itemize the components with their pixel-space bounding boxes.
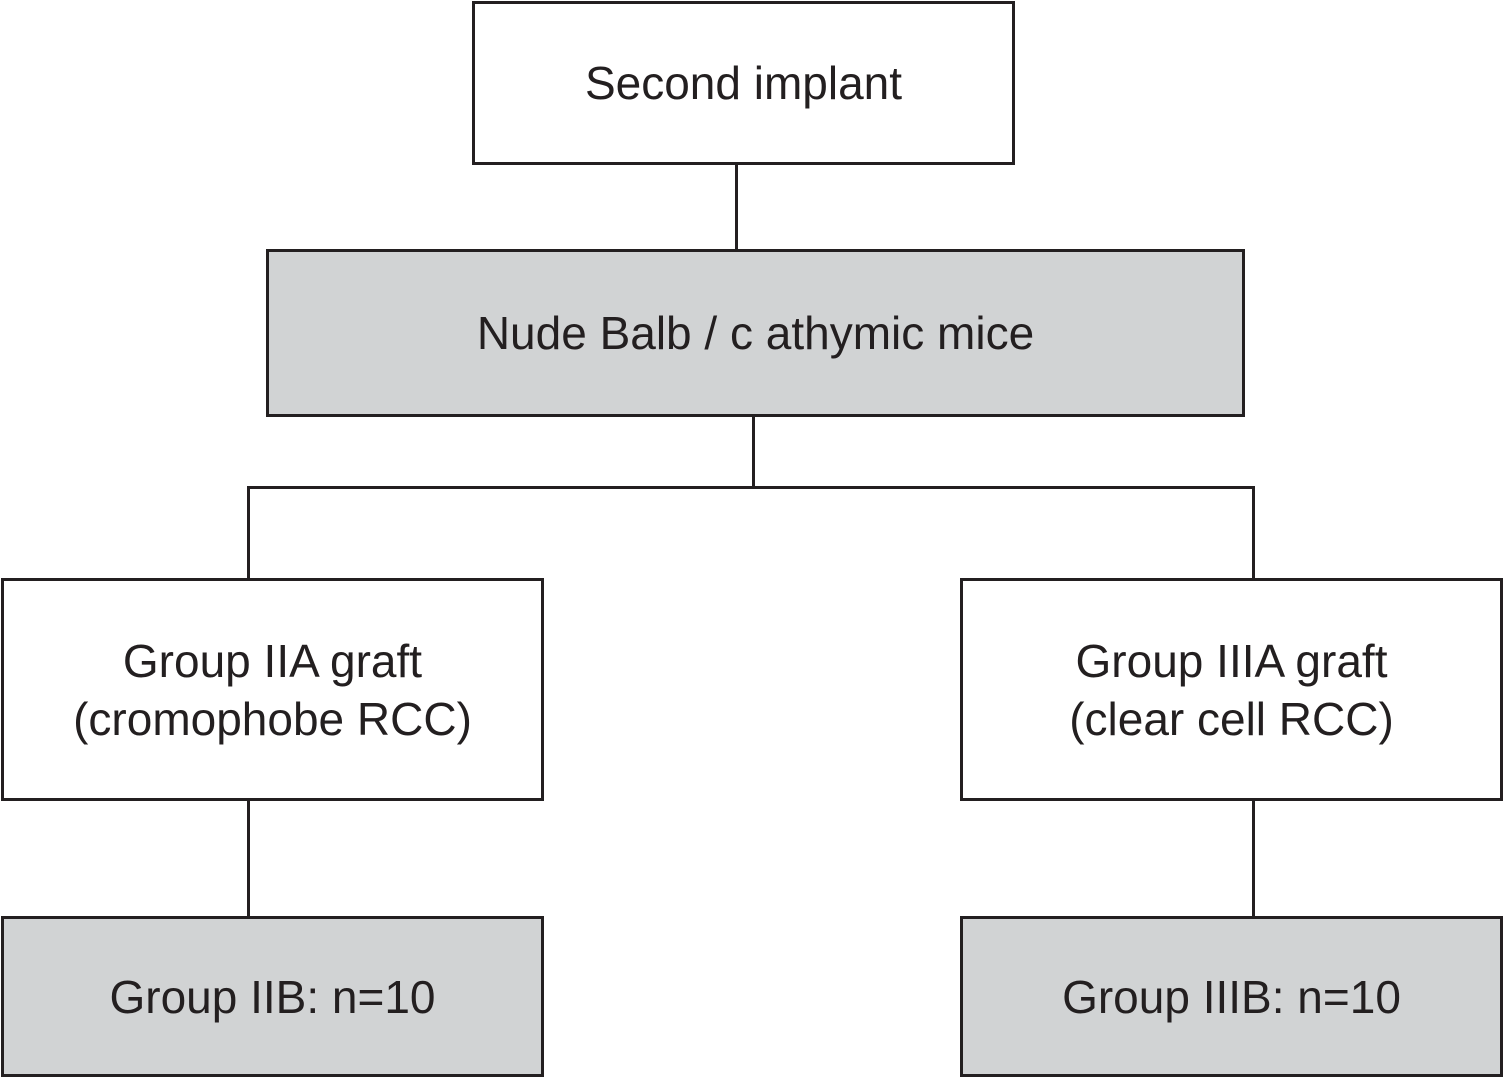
connector-right-graft-to-result [1252,799,1255,918]
group-iib-label: Group IIB: n=10 [109,970,436,1023]
second-implant-box: Second implant [472,1,1015,165]
group-iiia-graft-sublabel: (clear cell RCC) [1069,692,1394,745]
group-iiib-box: Group IIIB: n=10 [960,916,1503,1077]
connector-branch-horizontal [247,486,1255,489]
connector-branch-right [1252,486,1255,580]
second-implant-label: Second implant [584,57,903,109]
host-mice-label: Nude Balb / c athymic mice [476,307,1035,359]
group-iib-box: Group IIB: n=10 [1,916,544,1077]
connector-left-graft-to-result [247,799,250,918]
connector-top-to-host [735,163,738,250]
group-iiia-graft-label: Group IIIA graft [1075,634,1388,687]
connector-branch-left [247,486,250,580]
group-iia-graft-label: Group IIA graft [122,634,423,687]
group-iia-graft-sublabel: (cromophobe RCC) [73,692,472,745]
connector-host-down [752,415,755,489]
host-mice-box: Nude Balb / c athymic mice [266,249,1245,417]
group-iiia-graft-box: Group IIIA graft (clear cell RCC) [960,578,1503,801]
group-iiib-label: Group IIIB: n=10 [1062,970,1401,1023]
group-iia-graft-box: Group IIA graft (cromophobe RCC) [1,578,544,801]
